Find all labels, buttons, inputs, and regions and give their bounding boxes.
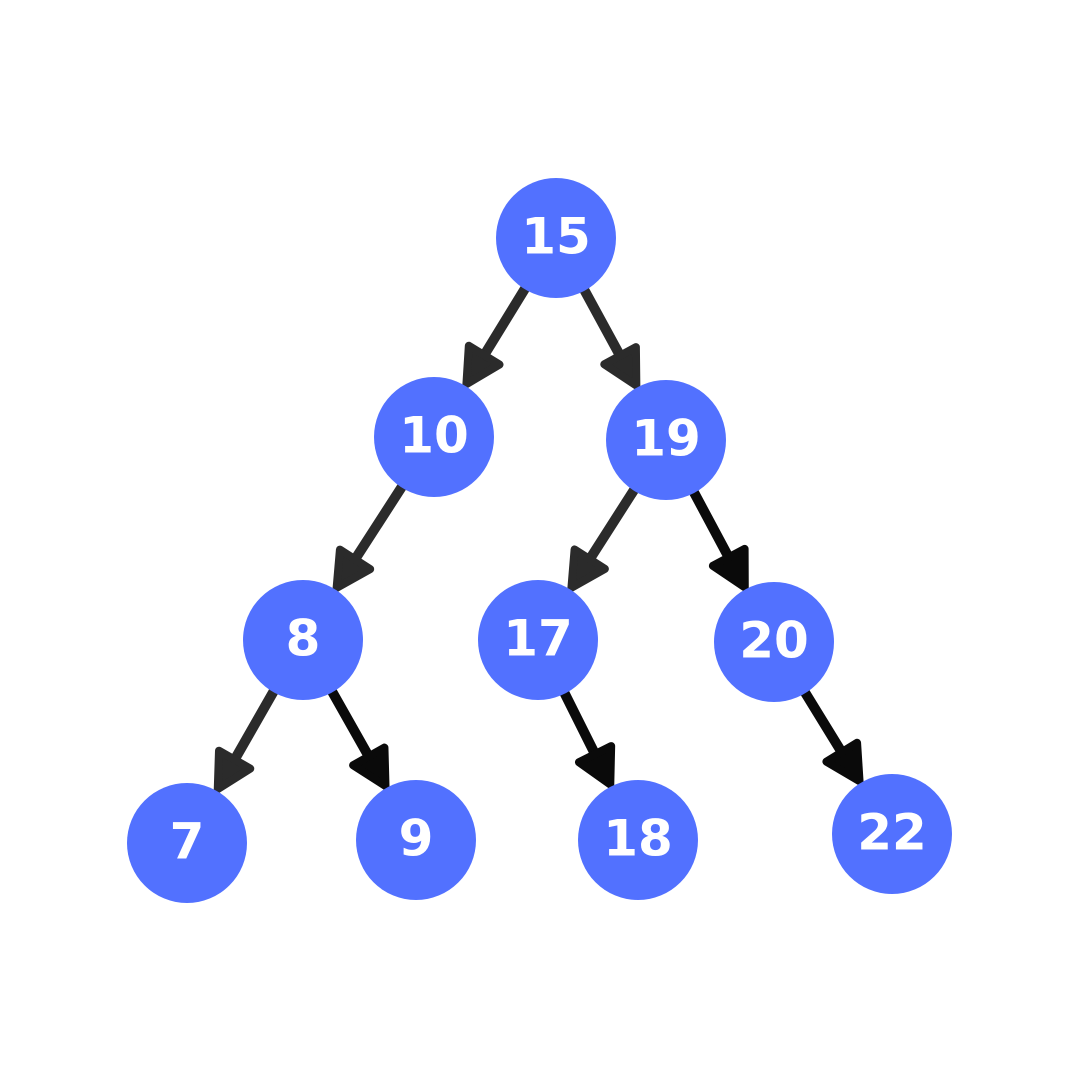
arrowhead-icon <box>600 343 641 390</box>
tree-node-22: 22 <box>832 774 952 894</box>
node-circle <box>832 774 952 894</box>
edge-line <box>347 475 411 568</box>
edge-line <box>685 480 736 566</box>
tree-node-19: 19 <box>606 380 726 500</box>
edge-line <box>227 680 283 769</box>
edge-line <box>582 478 643 568</box>
node-circle <box>606 380 726 500</box>
node-circle <box>478 580 598 700</box>
tree-node-17: 17 <box>478 580 598 700</box>
edge-n19-n20 <box>685 480 749 592</box>
node-label: 15 <box>521 208 591 266</box>
node-label: 10 <box>399 407 469 465</box>
arrowhead-icon <box>822 738 864 786</box>
tree-node-7: 7 <box>127 783 247 903</box>
arrowhead-icon <box>349 743 390 791</box>
edge-line <box>796 681 849 761</box>
edge-n15-n10 <box>462 277 534 389</box>
edge-line <box>477 277 534 364</box>
node-label: 18 <box>603 810 673 868</box>
tree-node-20: 20 <box>714 582 834 702</box>
arrowhead-icon <box>332 545 375 592</box>
edge-n8-n9 <box>323 680 390 791</box>
node-layer: 15 10 19 8 17 20 7 9 18 22 <box>127 178 952 903</box>
node-circle <box>714 582 834 702</box>
tree-node-15: 15 <box>496 178 616 298</box>
node-label: 22 <box>857 804 927 862</box>
arrowhead-icon <box>462 341 504 389</box>
edge-n20-n22 <box>796 681 864 786</box>
edge-n15-n19 <box>575 278 641 390</box>
tree-node-8: 8 <box>243 580 363 700</box>
edge-line <box>323 680 376 765</box>
tree-node-18: 18 <box>578 780 698 900</box>
node-circle <box>374 377 494 497</box>
node-circle <box>578 780 698 900</box>
node-label: 19 <box>631 410 701 468</box>
edge-line <box>556 681 602 763</box>
node-circle <box>243 580 363 700</box>
edge-n19-n17 <box>567 478 643 592</box>
edge-n10-n8 <box>332 475 411 592</box>
tree-node-9: 9 <box>356 780 476 900</box>
arrowhead-icon <box>213 746 255 794</box>
node-label: 7 <box>170 813 205 871</box>
node-label: 9 <box>399 810 434 868</box>
edge-line <box>575 278 628 365</box>
node-circle <box>127 783 247 903</box>
node-circle <box>356 780 476 900</box>
node-label: 17 <box>503 610 573 668</box>
edge-n17-n18 <box>556 681 616 789</box>
node-circle <box>496 178 616 298</box>
arrowhead-icon <box>567 545 609 592</box>
edge-layer <box>213 277 864 794</box>
arrowhead-icon <box>574 742 616 789</box>
arrowhead-icon <box>708 544 749 592</box>
edge-n8-n7 <box>213 680 283 794</box>
node-label: 20 <box>739 612 809 670</box>
tree-node-10: 10 <box>374 377 494 497</box>
node-label: 8 <box>286 610 321 668</box>
